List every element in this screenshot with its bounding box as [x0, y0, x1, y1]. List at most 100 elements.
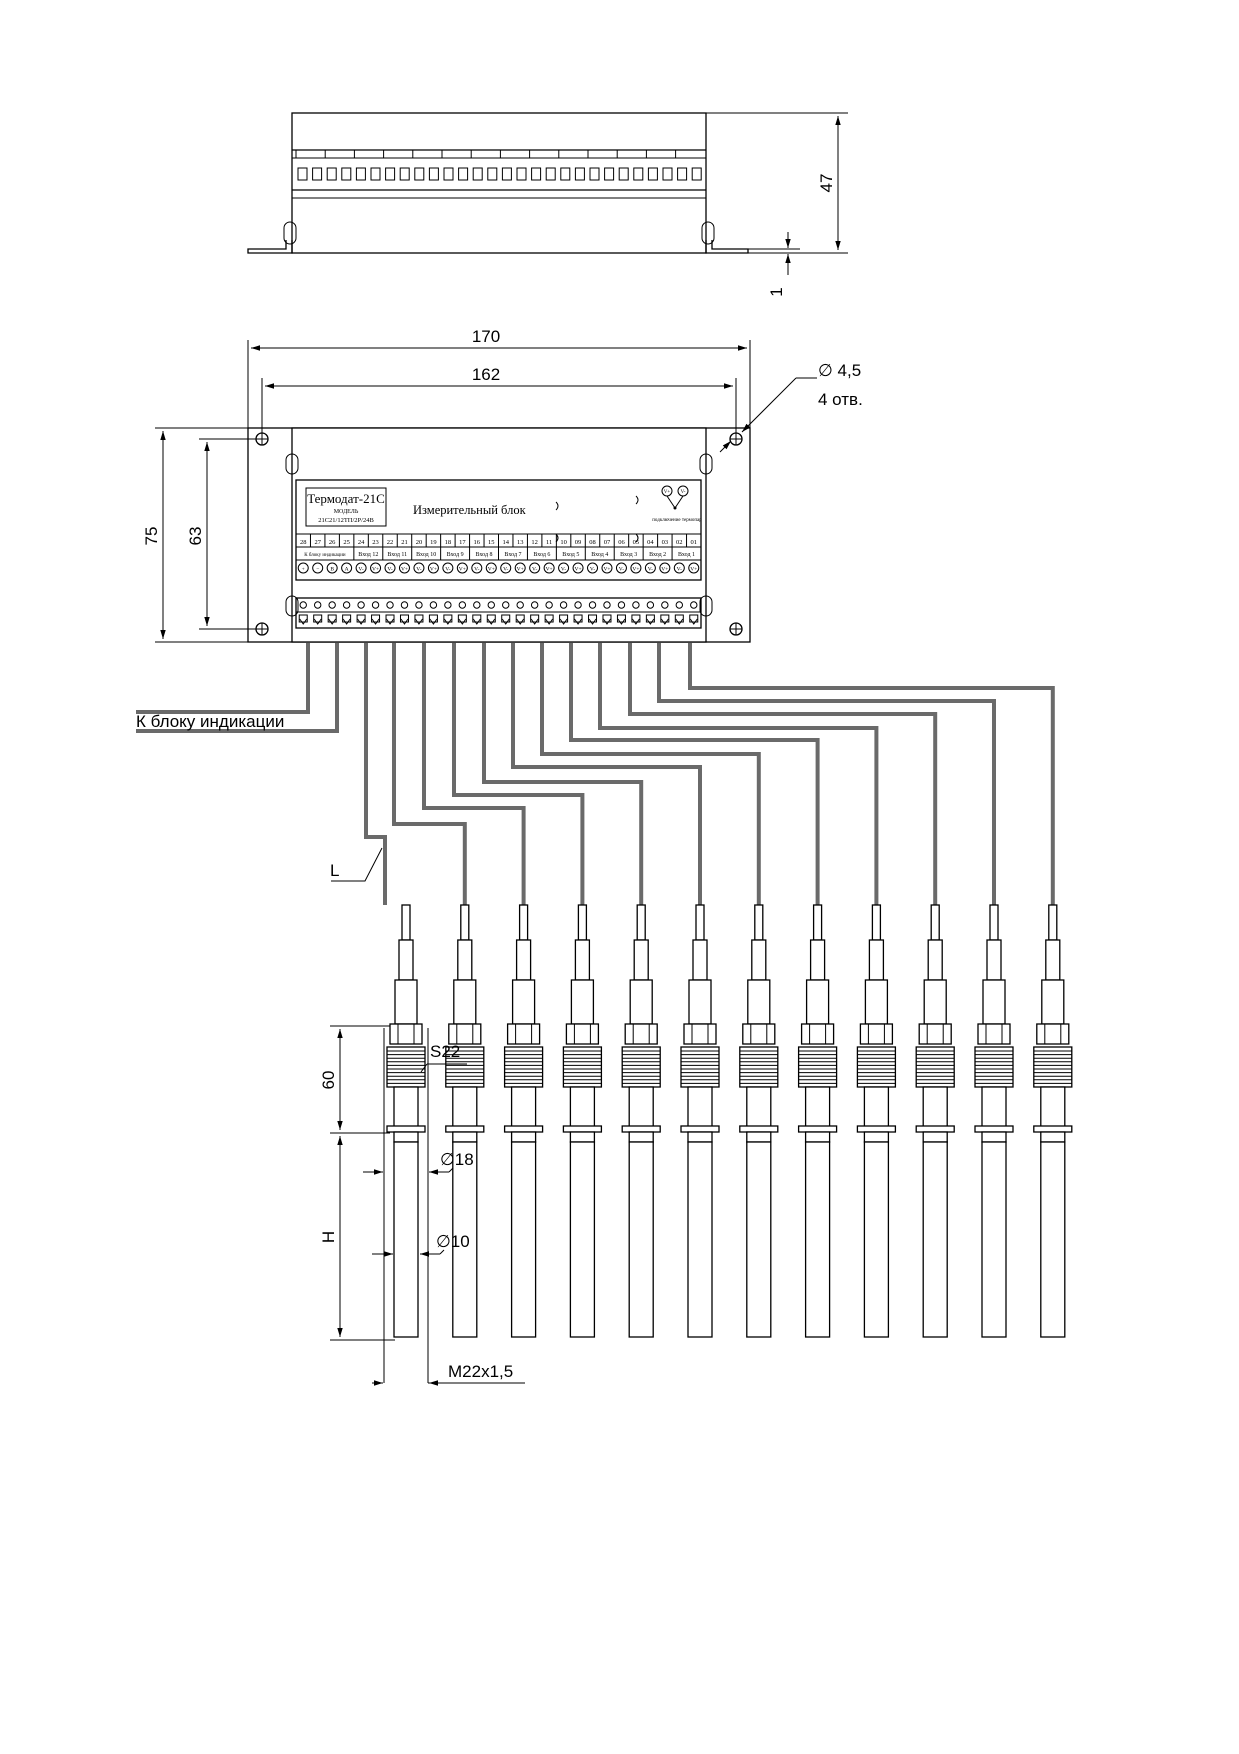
terminal-symbol: A — [345, 567, 349, 573]
terminal-symbol-ring — [471, 562, 483, 574]
threaded-fitting — [739, 1046, 779, 1088]
group-label: Вход 11 — [387, 552, 407, 558]
front-view: Термодат-21С МОДЕЛЬ 21С21/12ТП/2Р/24В Из… — [142, 327, 863, 643]
top-terminal-strip — [295, 150, 702, 181]
terminal-clamp — [501, 614, 511, 623]
hex-nut — [918, 1023, 952, 1045]
group-label: Вход 9 — [447, 552, 464, 558]
indication-wire-2 — [136, 643, 339, 733]
terminal-number: 18 — [445, 539, 452, 546]
sensor-row — [386, 904, 1073, 1338]
terminal-screw — [371, 601, 380, 609]
thermocouple-sensor — [797, 904, 838, 1338]
terminal-clamp — [313, 614, 323, 623]
terminal-number: 27 — [314, 539, 321, 546]
terminal-clamp — [645, 614, 655, 623]
brand-box — [305, 487, 387, 527]
terminal-number: 04 — [647, 539, 654, 546]
terminal-number: 24 — [358, 539, 365, 546]
terminal-symbol-ring — [355, 562, 367, 574]
top-terminal — [312, 167, 323, 181]
sensor-sheath — [687, 1141, 713, 1338]
top-terminal — [414, 167, 425, 181]
terminal-symbol: + — [302, 567, 305, 573]
terminal-number: 15 — [488, 539, 495, 546]
dim-thread: M22x1,5 — [448, 1362, 513, 1381]
sensor-sheath — [569, 1141, 596, 1338]
terminal-clamp — [588, 614, 598, 623]
terminal-clamp — [602, 614, 612, 623]
terminal-screw — [690, 601, 698, 609]
thermocouple-note: подключение термопар — [652, 518, 702, 523]
terminal-screw — [400, 601, 409, 609]
terminal-symbol: V- — [445, 567, 450, 573]
terminal-number: 22 — [387, 539, 394, 546]
thermocouple-sensor — [739, 904, 779, 1338]
sensor-wire — [392, 643, 467, 905]
sensor-wire — [657, 643, 996, 905]
top-terminal — [472, 167, 483, 181]
top-terminal — [443, 167, 454, 181]
top-terminal — [647, 167, 658, 181]
sensor-sheath — [746, 1141, 772, 1338]
terminal-number: 16 — [474, 539, 481, 546]
sensor-wire — [598, 643, 879, 905]
indication-label: К блоку индикации — [136, 712, 284, 731]
terminal-symbol-ring — [644, 562, 656, 574]
top-terminal — [516, 167, 527, 181]
thermocouple-sensor — [503, 904, 544, 1338]
terminal-clamp — [385, 614, 395, 623]
terminal-symbol-ring — [413, 562, 425, 574]
terminal-clamp — [399, 614, 409, 623]
sensor-sheath — [981, 1141, 1007, 1338]
terminal-screw — [675, 601, 684, 609]
terminal-symbol: − — [316, 567, 319, 573]
terminal-clamp — [616, 614, 626, 623]
hole-diameter: ∅ 4,5 — [818, 361, 861, 380]
top-view-body — [291, 112, 707, 254]
terminal-screw — [328, 601, 336, 609]
sensor-wire — [628, 643, 938, 905]
sensor-sheath — [1040, 1141, 1066, 1338]
terminal-clamp — [689, 614, 699, 623]
top-terminal — [370, 167, 381, 181]
terminal-symbol: V+ — [603, 567, 610, 573]
terminal-screw — [646, 601, 655, 609]
terminal-screw — [530, 601, 539, 609]
thermocouple-sensor — [1033, 904, 1073, 1338]
thermocouple-sensor — [856, 904, 897, 1338]
top-terminal — [428, 167, 439, 181]
terminal-number: 28 — [300, 539, 307, 546]
hex-nut — [565, 1023, 600, 1045]
terminal-symbol: V- — [561, 567, 566, 573]
terminal-number: 02 — [676, 539, 683, 546]
terminal-symbol: V- — [590, 567, 595, 573]
terminal-symbol-ring — [500, 562, 512, 574]
terminal-clamp — [342, 614, 352, 623]
dim-height-holes: 63 — [186, 527, 205, 546]
left-flange — [247, 240, 293, 254]
dim-width-outer: 170 — [472, 327, 500, 346]
cable-length-label: L — [330, 861, 339, 880]
group-label: К блоку индикации — [304, 553, 346, 558]
terminal-symbol: V+ — [372, 567, 379, 573]
terminal-screw — [444, 601, 452, 609]
top-view: 47 1 — [247, 112, 848, 297]
terminal-clamp — [443, 614, 453, 623]
group-label: Вход 4 — [591, 552, 608, 558]
sensor-wire — [482, 643, 644, 905]
terminal-symbol: V- — [648, 567, 653, 573]
terminal-blocks — [295, 597, 702, 629]
dim-sheath-diameter: ∅10 — [436, 1232, 470, 1251]
terminal-symbol-ring — [587, 562, 599, 574]
top-terminal — [560, 167, 571, 181]
unit-title: Измерительный блок — [413, 503, 527, 517]
terminal-number: 25 — [343, 539, 350, 546]
dim-fitting-height: 60 — [319, 1071, 338, 1090]
terminal-symbol: V+ — [661, 567, 668, 573]
terminal-clamp — [327, 614, 337, 623]
terminal-symbol: V+ — [488, 567, 495, 573]
top-terminal — [545, 167, 556, 181]
sensor-sheath — [863, 1141, 890, 1338]
thermocouple-sensor — [621, 904, 661, 1338]
